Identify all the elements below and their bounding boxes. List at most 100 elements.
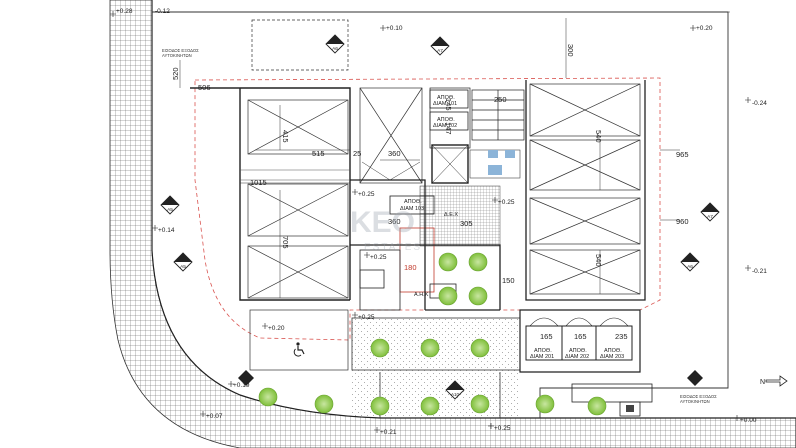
svg-text:A6: A6 — [687, 264, 693, 270]
svg-text:-0.12: -0.12 — [155, 8, 170, 15]
svg-text:ΔΙΑΜ 201: ΔΙΑΜ 201 — [530, 354, 554, 360]
svg-text:250: 250 — [494, 95, 507, 104]
dimension-labels: 520 506 415 515 1015 705 25 360 360 250 … — [171, 44, 689, 341]
svg-text:147: 147 — [444, 122, 453, 135]
watermark-logo: KEO ESTATES — [350, 206, 422, 253]
svg-text:ΑΠΟΘ.: ΑΠΟΘ. — [604, 348, 622, 354]
svg-text:ΑΠΟΘ.: ΑΠΟΘ. — [404, 199, 422, 205]
svg-text:415: 415 — [281, 130, 290, 143]
north-arrow-icon: N — [760, 375, 788, 387]
svg-text:+0.25: +0.25 — [358, 314, 375, 321]
accessible-parking-icon — [293, 342, 305, 357]
svg-text:Δ.Ε.Χ: Δ.Ε.Χ — [444, 212, 458, 218]
svg-text:ESTATES: ESTATES — [364, 242, 422, 253]
svg-text:A5: A5 — [180, 264, 186, 270]
svg-text:1: 1 — [169, 199, 172, 205]
section-marker: 1 A10 — [445, 380, 465, 400]
svg-text:1: 1 — [454, 384, 457, 390]
svg-text:305: 305 — [460, 219, 473, 228]
svg-text:ΔΙΑΜ 103: ΔΙΑΜ 103 — [400, 206, 424, 212]
svg-text:235: 235 — [615, 332, 628, 341]
svg-text:1: 1 — [439, 40, 442, 46]
svg-text:ΔΙΑΜ 203: ΔΙΑΜ 203 — [600, 354, 624, 360]
section-markers: 1 A6 1 A7 1 A5 1 A5 1 A7 — [160, 34, 720, 400]
svg-text:506: 506 — [198, 83, 211, 92]
parking-bays-left — [247, 99, 349, 299]
svg-text:KEO: KEO — [350, 206, 415, 239]
svg-text:1: 1 — [182, 256, 185, 262]
svg-text:ΕΙΣΟΔΟΣ ΕΞΟΔΟΣ: ΕΙΣΟΔΟΣ ΕΞΟΔΟΣ — [680, 394, 717, 399]
svg-text:1015: 1015 — [250, 178, 267, 187]
stair-core — [429, 87, 525, 184]
svg-text:+0.20: +0.20 — [268, 325, 285, 332]
svg-text:+0.21: +0.21 — [380, 429, 397, 436]
svg-text:705: 705 — [281, 236, 290, 249]
storage-labels: ΑΠΟΘ. ΔΙΑΜ 101 ΑΠΟΘ. ΔΙΑΜ 102 ΑΠΟΘ. ΔΙΑΜ… — [400, 95, 624, 360]
svg-text:-0.21: -0.21 — [752, 268, 767, 275]
svg-text:N: N — [760, 379, 765, 386]
svg-text:145: 145 — [444, 98, 453, 111]
svg-text:+0.07: +0.07 — [206, 413, 223, 420]
level-markers — [110, 11, 751, 433]
stairs-lower — [419, 185, 501, 247]
svg-text:960: 960 — [676, 217, 689, 226]
svg-text:360: 360 — [388, 149, 401, 158]
svg-text:1: 1 — [689, 256, 692, 262]
svg-text:+0.19: +0.19 — [233, 382, 250, 389]
svg-text:540: 540 — [594, 130, 603, 143]
svg-text:+0.25: +0.25 — [358, 191, 375, 198]
svg-text:300: 300 — [566, 44, 575, 57]
svg-text:+0.25: +0.25 — [370, 254, 387, 261]
svg-text:ΑΥΤΟΚΙΝΗΤΩΝ: ΑΥΤΟΚΙΝΗΤΩΝ — [680, 399, 710, 404]
svg-text:1: 1 — [334, 38, 337, 44]
svg-text:A6: A6 — [332, 46, 338, 52]
trees — [258, 252, 607, 416]
svg-text:ΔΙΑΜ 202: ΔΙΑΜ 202 — [565, 354, 589, 360]
svg-text:+0.25: +0.25 — [494, 425, 511, 432]
svg-text:515: 515 — [312, 149, 325, 158]
storage-units — [525, 317, 633, 361]
parking-bays-right — [529, 83, 641, 295]
section-marker: 1 A6 — [325, 34, 345, 54]
svg-text:ΑΠΟΘ.: ΑΠΟΘ. — [569, 348, 587, 354]
svg-text:ΑΥΤΟΚΙΝΗΤΩΝ: ΑΥΤΟΚΙΝΗΤΩΝ — [162, 53, 192, 58]
svg-text:A5: A5 — [167, 207, 173, 213]
svg-text:25: 25 — [353, 149, 361, 158]
svg-text:ΑΠΟΘ.: ΑΠΟΘ. — [437, 95, 455, 101]
svg-text:965: 965 — [676, 150, 689, 159]
svg-text:360: 360 — [388, 217, 401, 226]
section-marker: 1 A7 — [700, 202, 720, 222]
svg-text:165: 165 — [540, 332, 553, 341]
svg-text:540: 540 — [594, 254, 603, 267]
svg-text:165: 165 — [574, 332, 587, 341]
section-marker — [687, 370, 703, 386]
section-marker: 1 A5 — [160, 195, 180, 215]
svg-text:520: 520 — [171, 67, 180, 80]
svg-text:150: 150 — [502, 276, 515, 285]
svg-text:+0.25: +0.25 — [498, 199, 515, 206]
level-labels: +0.28 -0.12 +0.10 +0.20 -0.24 -0.21 +0.1… — [116, 8, 767, 436]
ramp — [359, 87, 423, 184]
svg-text:180: 180 — [404, 263, 417, 272]
svg-text:A7: A7 — [437, 48, 443, 54]
svg-text:ΑΠΟΘ.: ΑΠΟΘ. — [437, 117, 455, 123]
svg-text:+0.28: +0.28 — [116, 8, 133, 15]
svg-text:ΔΙΑΜ 101: ΔΙΑΜ 101 — [433, 101, 457, 107]
svg-text:+0.14: +0.14 — [158, 227, 175, 234]
svg-text:ΕΙΣΟΔΟΣ ΕΞΟΔΟΣ: ΕΙΣΟΔΟΣ ΕΞΟΔΟΣ — [162, 48, 199, 53]
svg-text:ΔΙΑΜ 102: ΔΙΑΜ 102 — [433, 123, 457, 129]
svg-text:A10: A10 — [451, 392, 460, 397]
svg-text:+0.00: +0.00 — [740, 417, 757, 424]
svg-text:1: 1 — [709, 206, 712, 212]
svg-text:-0.24: -0.24 — [752, 100, 767, 107]
svg-text:+0.20: +0.20 — [696, 25, 713, 32]
svg-text:+0.10: +0.10 — [386, 25, 403, 32]
svg-text:Α.Η.Κ: Α.Η.Κ — [414, 292, 429, 298]
svg-text:ΑΠΟΘ.: ΑΠΟΘ. — [534, 348, 552, 354]
section-marker — [238, 370, 254, 386]
car-entry-labels: ΕΙΣΟΔΟΣ ΕΞΟΔΟΣ ΑΥΤΟΚΙΝΗΤΩΝ ΕΙΣΟΔΟΣ ΕΞΟΔΟ… — [162, 48, 717, 404]
section-marker: 1 A7 — [430, 36, 450, 56]
section-marker: 1 A6 — [680, 252, 700, 272]
svg-text:A7: A7 — [707, 214, 713, 220]
